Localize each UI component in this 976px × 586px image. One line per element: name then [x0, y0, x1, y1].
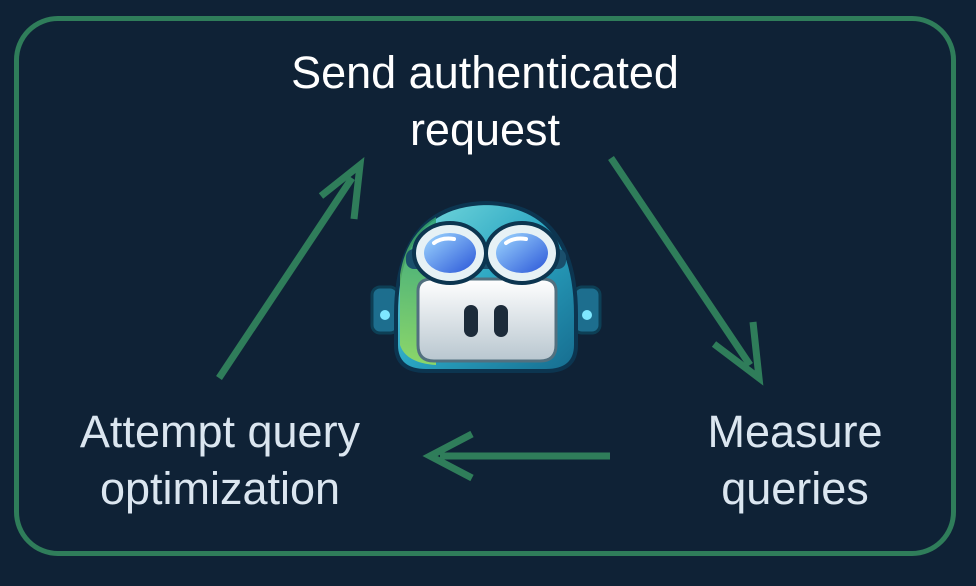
- node-attempt-query-optimization: Attempt query optimization: [40, 403, 400, 517]
- node-right-line2: queries: [721, 463, 869, 514]
- arrow-left-to-top: [216, 157, 365, 380]
- node-top-line2: request: [409, 104, 561, 155]
- node-measure-queries: Measure queries: [660, 403, 930, 517]
- cycle-frame: [14, 16, 956, 556]
- arrow-top-to-right: [608, 156, 764, 386]
- node-top-line1: Send authenticated: [291, 47, 679, 98]
- arrow-right-to-left: [422, 430, 610, 482]
- node-left-line2: optimization: [99, 463, 341, 514]
- node-send-authenticated-request: Send authenticated request: [240, 44, 730, 158]
- node-right-line1: Measure: [707, 406, 883, 457]
- node-left-line1: Attempt query: [79, 406, 361, 457]
- copilot-mascot-icon: [370, 200, 602, 373]
